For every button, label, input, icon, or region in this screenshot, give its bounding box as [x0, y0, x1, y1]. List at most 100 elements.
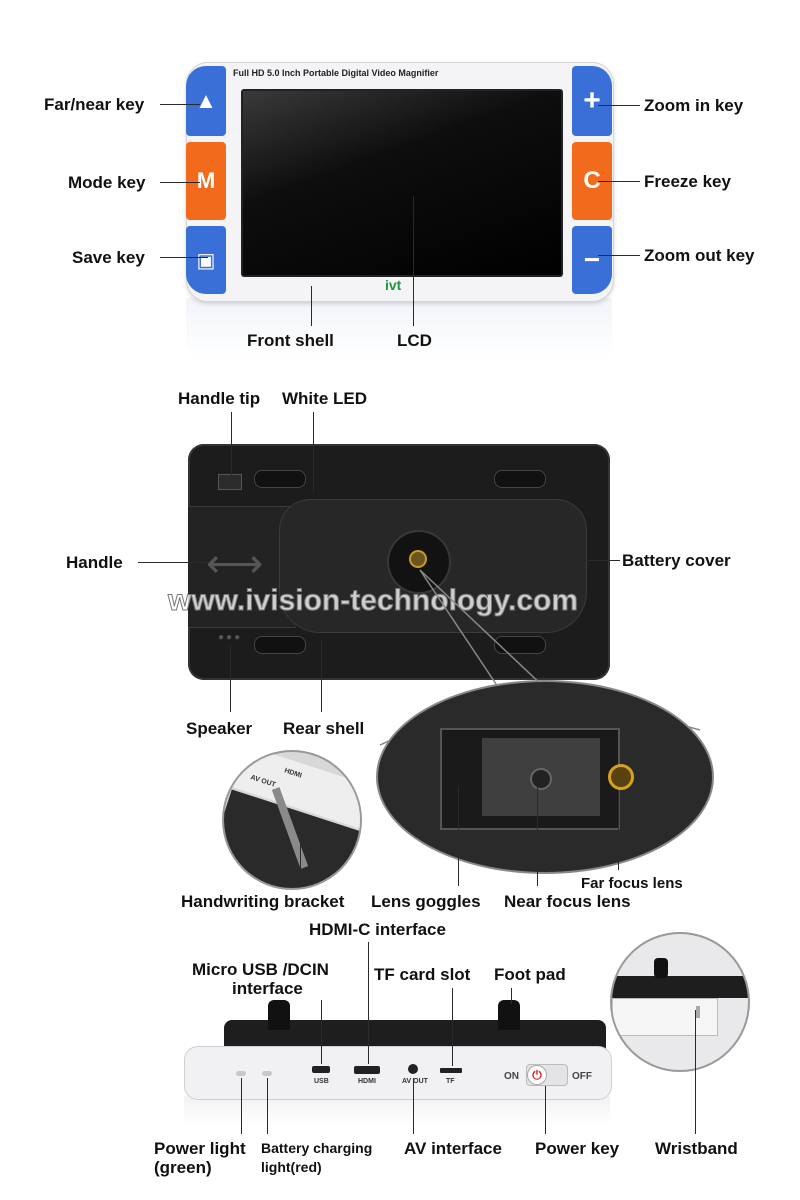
leader-front-shell	[311, 286, 312, 326]
front-device-reflection	[186, 298, 612, 360]
label-foot-pad: Foot pad	[494, 965, 566, 984]
zoom-out-key[interactable]: −	[572, 226, 612, 294]
label-front-shell: Front shell	[247, 331, 334, 350]
leader-zoom-out	[598, 255, 640, 256]
wristband-device-body	[612, 998, 718, 1036]
wristband-device-top	[612, 976, 748, 998]
leader-hdmi-c	[368, 942, 369, 1064]
leader-white-led	[313, 412, 314, 492]
label-wristband: Wristband	[655, 1139, 738, 1158]
zoom-in-key[interactable]: +	[572, 66, 612, 136]
leader-tf-card	[452, 988, 453, 1066]
leader-battery-charging	[267, 1078, 268, 1134]
watermark: www.ivision-technology.com	[167, 584, 579, 618]
leader-foot-pad	[511, 988, 512, 1004]
lens-zoom-circle	[376, 680, 714, 874]
wristband-zoom-circle	[610, 932, 750, 1072]
far-focus-lens	[608, 764, 634, 790]
leader-handwriting-bracket	[300, 820, 301, 886]
switch-label-off: OFF	[572, 1071, 592, 1082]
foot-pad-top-left	[254, 470, 306, 488]
label-far-near-key: Far/near key	[44, 95, 145, 114]
label-power-key: Power key	[535, 1139, 620, 1158]
foot-pad-left	[268, 1000, 290, 1030]
label-save-key: Save key	[72, 248, 145, 267]
mode-glyph: M	[196, 168, 216, 193]
side-port-usb: USB	[314, 1078, 329, 1085]
label-handle-tip: Handle tip	[178, 389, 261, 408]
leader-rear-shell	[321, 640, 322, 712]
label-hdmi-c-interface: HDMI-C interface	[309, 920, 446, 939]
side-port-av-out: AV OUT	[402, 1078, 428, 1085]
side-port-tf: TF	[446, 1078, 455, 1085]
minus-icon: −	[583, 244, 601, 275]
label-freeze-key: Freeze key	[644, 172, 731, 191]
label-mode-key: Mode key	[68, 173, 146, 192]
label-power-light-line2: (green)	[154, 1158, 212, 1177]
label-rear-shell: Rear shell	[283, 719, 365, 738]
tf-card-port	[440, 1068, 462, 1073]
power-key[interactable]: ⏻	[526, 1064, 568, 1086]
label-tf-card-slot: TF card slot	[374, 965, 471, 984]
freeze-glyph: C	[583, 167, 601, 194]
label-zoom-out-key: Zoom out key	[644, 246, 755, 265]
micro-usb-port	[312, 1066, 330, 1073]
leader-mode	[160, 182, 200, 183]
leader-handle-tip	[231, 412, 232, 482]
leader-near-focus-lens	[537, 786, 538, 886]
leader-handle	[138, 562, 208, 563]
battery-charging-light	[262, 1071, 272, 1076]
leader-freeze	[598, 181, 640, 182]
handle	[188, 506, 296, 628]
label-power-light-line1: Power light	[154, 1139, 246, 1158]
leader-battery-cover	[586, 560, 620, 561]
power-icon: ⏻	[527, 1065, 547, 1085]
leader-power-key	[545, 1086, 546, 1134]
leader-power-light	[241, 1078, 242, 1134]
triangle-up-icon: ▲	[195, 88, 217, 113]
label-battery-cover: Battery cover	[622, 551, 731, 570]
front-device: Full HD 5.0 Inch Portable Digital Video …	[186, 62, 614, 302]
power-light	[236, 1071, 246, 1076]
leader-far-focus-lens	[618, 790, 619, 870]
label-av-interface: AV interface	[404, 1139, 502, 1158]
label-battery-charging-line2: light(red)	[261, 1159, 322, 1175]
camera-lens	[389, 532, 449, 592]
speaker-holes: ●●●	[218, 632, 243, 643]
wristband-foot-pad	[654, 958, 668, 978]
label-far-focus-lens: Far focus lens	[581, 875, 683, 892]
label-near-focus-lens: Near focus lens	[504, 892, 631, 911]
label-handle: Handle	[66, 553, 123, 572]
foot-pad-bottom-right	[494, 636, 546, 654]
mode-key[interactable]: M	[186, 142, 226, 220]
leader-lcd	[413, 196, 414, 326]
double-arrow-icon: ⟷	[206, 542, 264, 586]
bracket-zoom-circle: HDMI AV OUT	[222, 750, 362, 890]
label-lens-goggles: Lens goggles	[371, 892, 481, 911]
leader-zoom-in	[598, 105, 640, 106]
label-zoom-in-key: Zoom in key	[644, 96, 744, 115]
label-lcd: LCD	[397, 331, 432, 350]
save-icon: ▣	[196, 249, 216, 272]
side-device-reflection	[184, 1096, 610, 1126]
switch-label-on: ON	[504, 1071, 519, 1082]
handle-tip	[218, 474, 242, 490]
label-micro-usb-line1: Micro USB /DCIN	[192, 960, 329, 979]
label-micro-usb-line2: interface	[232, 979, 303, 998]
hdmi-port	[354, 1066, 380, 1074]
label-battery-charging-line1: Battery charging	[261, 1140, 373, 1156]
leader-speaker	[230, 646, 231, 712]
label-white-led: White LED	[282, 389, 367, 408]
brand-logo: ivt	[385, 277, 402, 293]
foot-pad-top-right	[494, 470, 546, 488]
far-near-key[interactable]: ▲	[186, 66, 226, 136]
leader-av-interface	[413, 1078, 414, 1134]
leader-micro-usb	[321, 1000, 322, 1064]
side-port-hdmi: HDMI	[358, 1078, 376, 1085]
save-key[interactable]: ▣	[186, 226, 226, 294]
leader-far-near	[160, 104, 200, 105]
label-speaker: Speaker	[186, 719, 253, 738]
lcd-screen	[241, 89, 563, 277]
foot-pad-bottom-left	[254, 636, 306, 654]
foot-pad-right	[498, 1000, 520, 1030]
